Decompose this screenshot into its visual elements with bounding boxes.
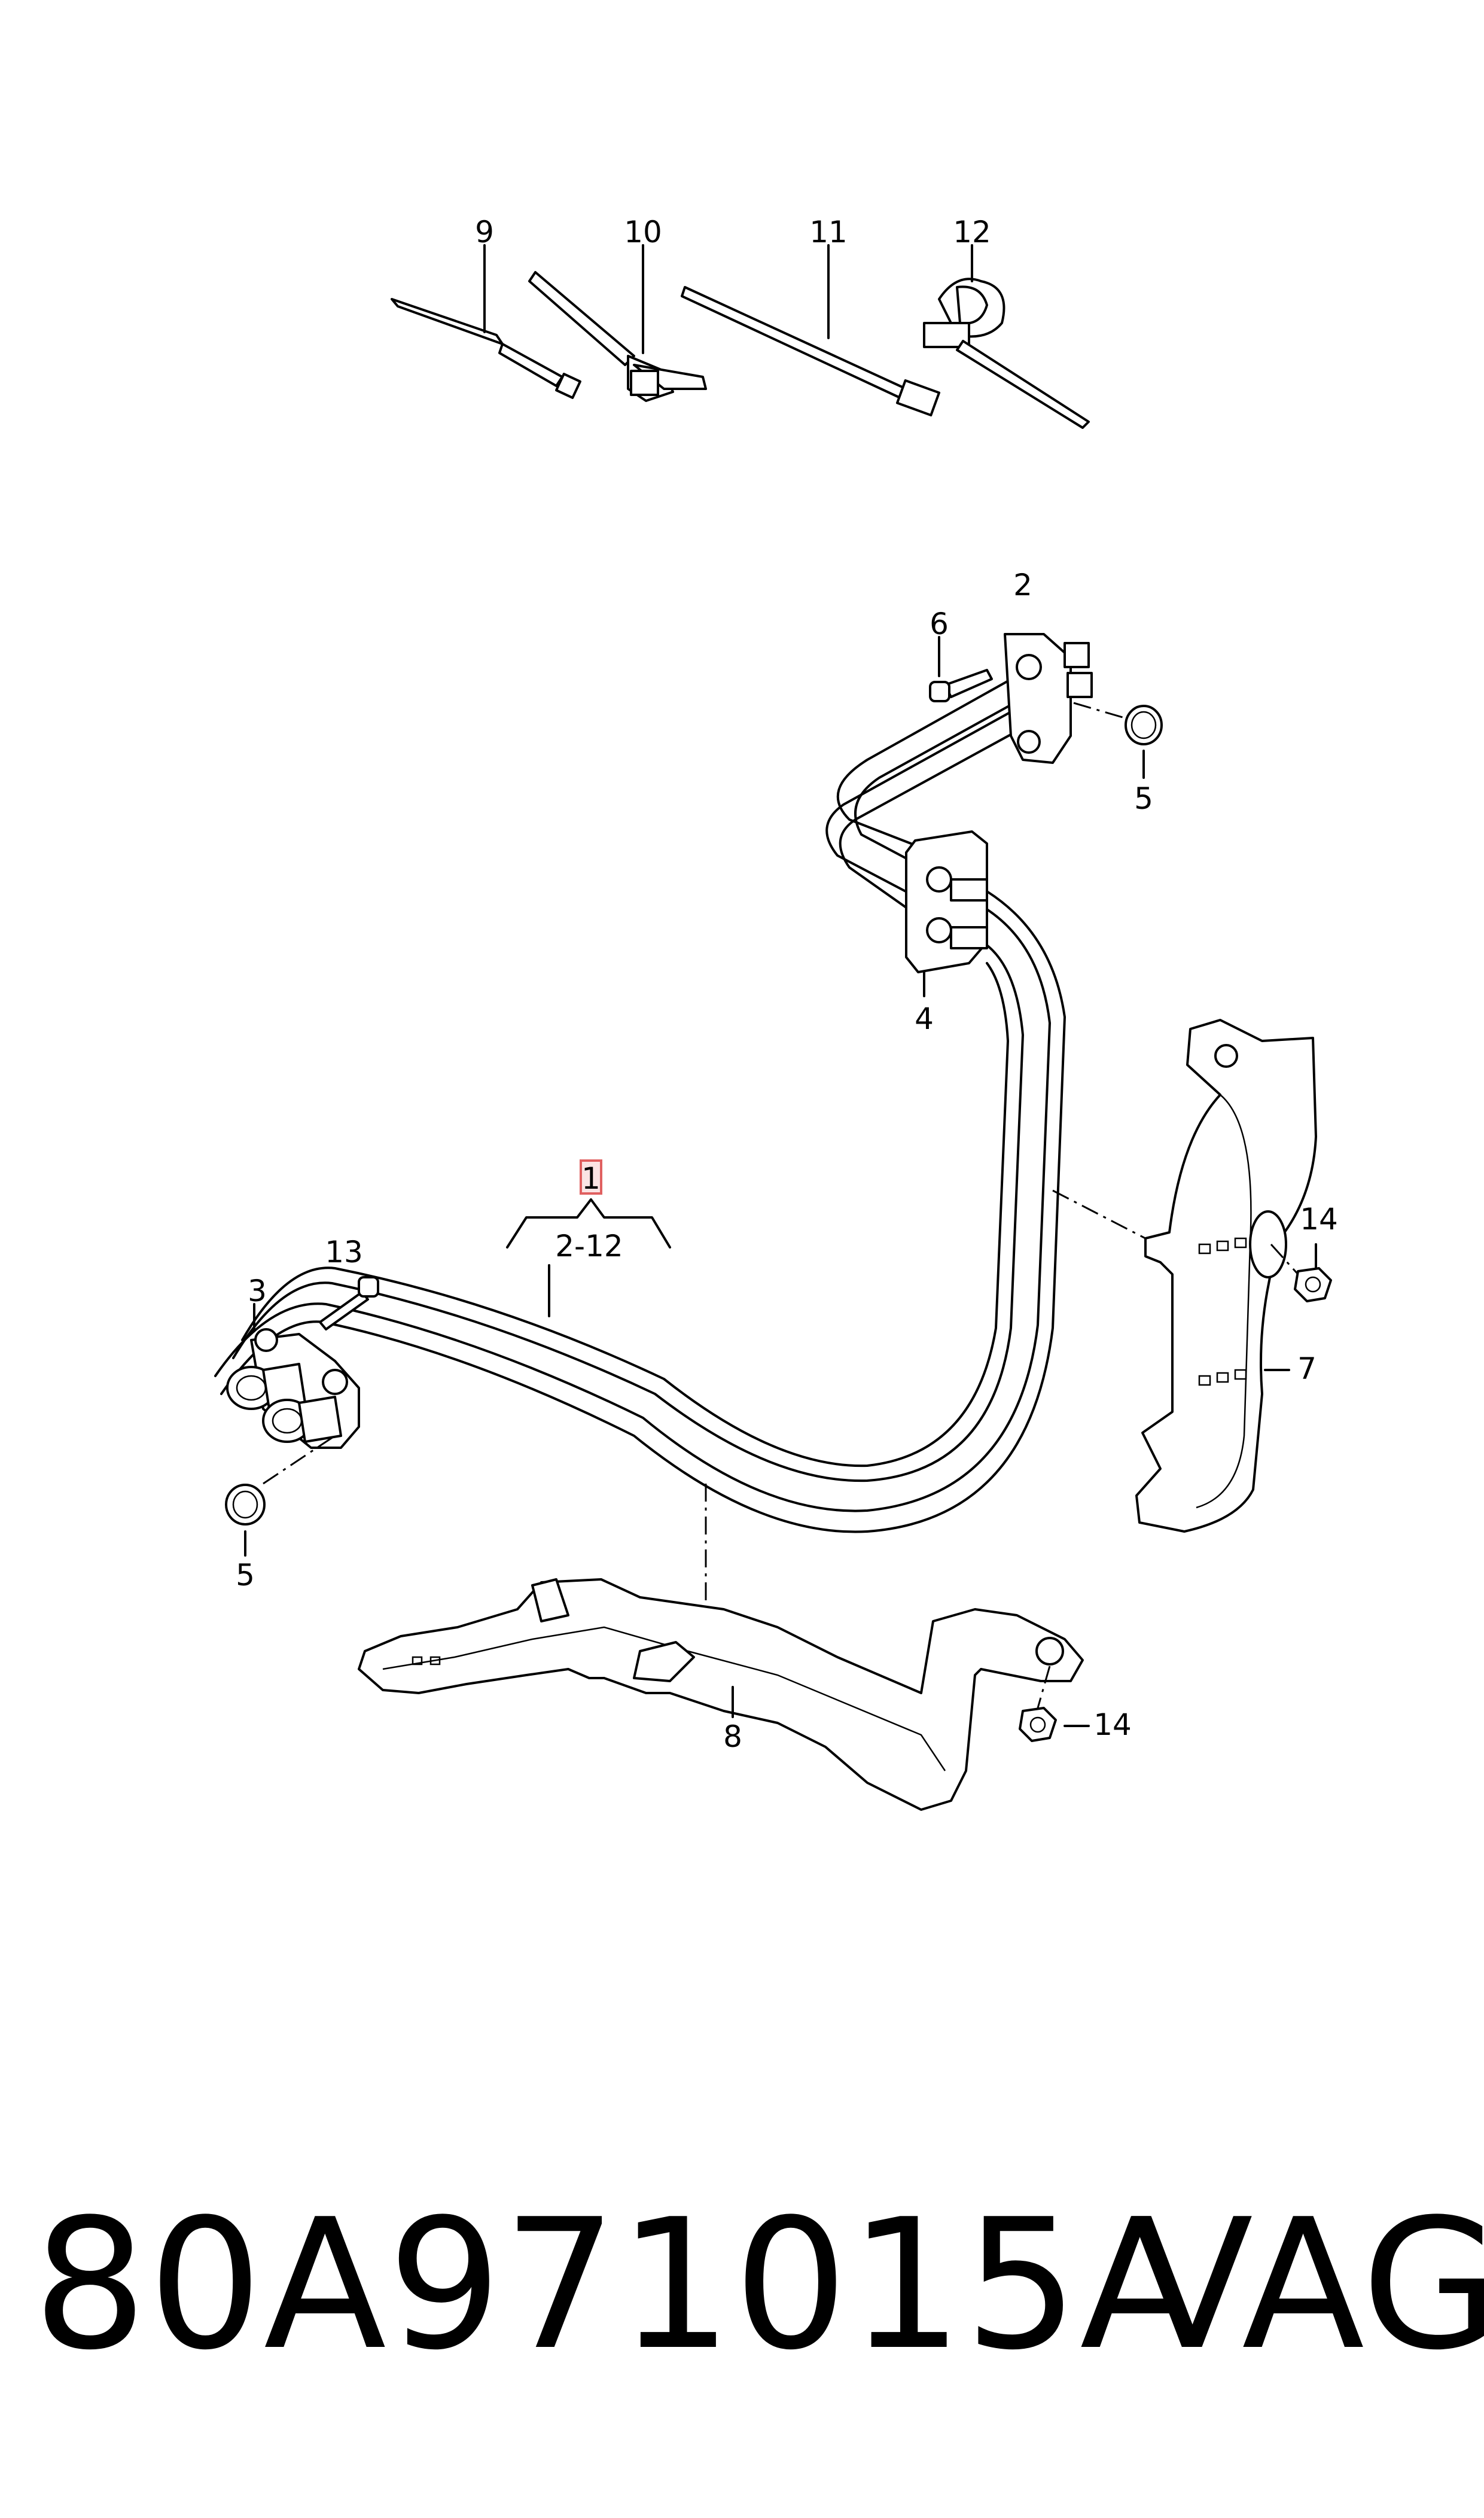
part-6-bolt	[929, 669, 993, 702]
part-5-seal-ring-lower	[225, 1435, 336, 1526]
group-bracket-2-12	[506, 1159, 671, 1317]
part-7-side-bracket	[1052, 1019, 1317, 1533]
part-5-seal-ring-upper	[1073, 702, 1163, 745]
part-8-lower-bracket	[358, 1484, 1084, 1811]
part-4-bracket	[905, 830, 988, 973]
callout-8: 8	[723, 1719, 742, 1754]
callout-10: 10	[624, 215, 662, 249]
callout-2-12: 2-12	[555, 1229, 623, 1263]
callout-5-upper: 5	[1134, 781, 1153, 816]
part-12-pipe-clip-tie	[923, 244, 1090, 429]
parts-diagram: 9 10 11 12 2 6 5 4 1 2-12 14 13 3 7 5 8 …	[214, 215, 1338, 1811]
highlight-box-1	[580, 1159, 602, 1195]
part-3-flange	[226, 1328, 360, 1449]
part-10-cable-tie-with-clip	[528, 244, 707, 402]
upper-pipe-assembly	[825, 633, 1163, 997]
pipe-end-lower	[262, 1396, 342, 1443]
callout-2: 2	[1013, 568, 1032, 602]
part-1-coolant-hose-main	[214, 890, 1066, 1533]
callout-6: 6	[930, 607, 949, 641]
callout-3: 3	[248, 1274, 267, 1308]
callout-14-bottom: 14	[1093, 1707, 1132, 1742]
brand-label: VAG	[1130, 2181, 1484, 2389]
callout-4: 4	[915, 1001, 934, 1036]
callout-1: 1	[581, 1161, 601, 1196]
part-13-bolt	[319, 1276, 379, 1330]
part-number-label: 80A971015A	[33, 2181, 1204, 2389]
callout-7: 7	[1297, 1351, 1317, 1386]
callout-11: 11	[809, 215, 848, 249]
part-14-nut-bottom	[1019, 1666, 1057, 1742]
part-14-nut-right	[1270, 1243, 1332, 1302]
callout-9: 9	[475, 215, 494, 249]
callout-5-lower: 5	[236, 1558, 255, 1593]
callout-13: 13	[325, 1235, 363, 1269]
callout-12: 12	[953, 215, 991, 249]
part-9-cable-tie	[391, 244, 581, 399]
part-11-cable-tie	[681, 244, 941, 417]
callout-14-right: 14	[1300, 1202, 1338, 1237]
